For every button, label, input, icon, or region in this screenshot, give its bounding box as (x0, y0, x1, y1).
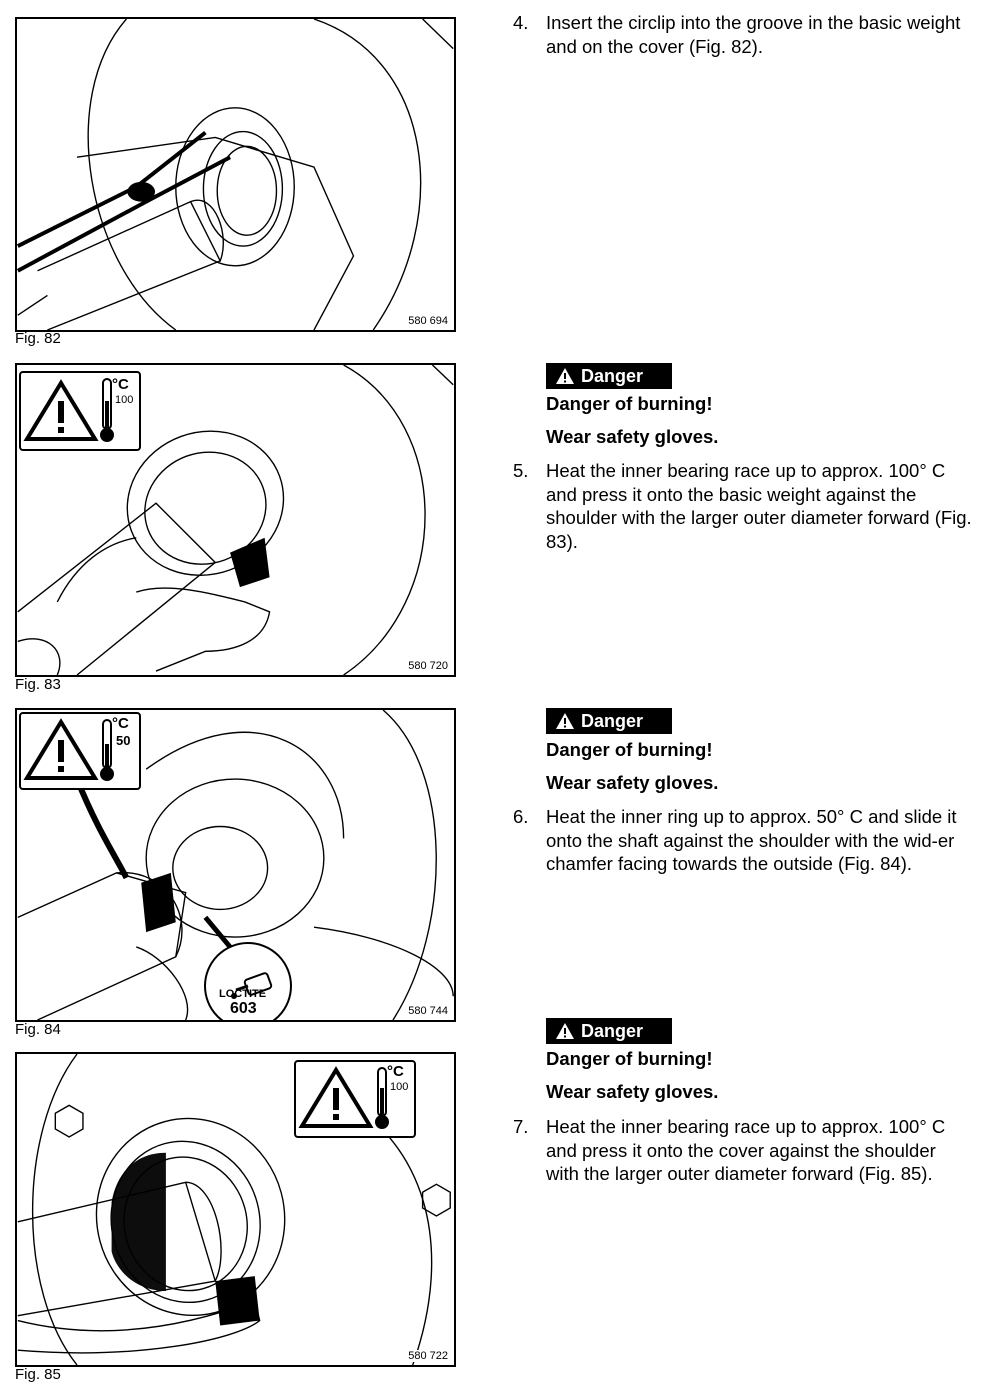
figure-82: 580 694 (15, 17, 456, 332)
figure-82-drawing (17, 19, 454, 330)
step-text: Heat the inner ring up to approx. 50° C … (546, 806, 957, 874)
figure-number: 580 744 (407, 1005, 449, 1017)
figure-number: 580 694 (407, 315, 449, 327)
safety-instruction: Wear safety gloves. (546, 426, 719, 447)
step-text: Heat the inner bearing race up to approx… (546, 1116, 946, 1184)
danger-text: Danger of burning! (546, 1048, 713, 1069)
figure-caption: Fig. 83 (15, 676, 61, 693)
step-number: 4. (513, 12, 529, 33)
danger-label: Danger (581, 1021, 644, 1041)
safety-instruction: Wear safety gloves. (546, 1081, 719, 1102)
step-5: 5. Heat the inner bearing race up to app… (513, 459, 973, 553)
figure-84-drawing (17, 710, 454, 1020)
danger-badge: Danger (546, 1018, 672, 1044)
figure-caption: Fig. 85 (15, 1366, 61, 1383)
figure-caption: Fig. 82 (15, 330, 61, 347)
step-6: 6. Heat the inner ring up to approx. 50°… (513, 805, 973, 876)
warning-triangle-icon (556, 368, 574, 384)
warning-thermometer-badge: °C 100 (294, 1060, 416, 1138)
figure-84: °C 50 LOCTITE 603 580 744 (15, 708, 456, 1022)
safety-instruction: Wear safety gloves. (546, 772, 719, 793)
temperature-unit: °C (112, 715, 129, 732)
figure-caption: Fig. 84 (15, 1021, 61, 1038)
temperature-unit: °C (387, 1063, 404, 1080)
temperature-value: 100 (390, 1081, 409, 1093)
warning-triangle-icon (556, 1023, 574, 1039)
figure-83-drawing (17, 365, 454, 675)
danger-badge: Danger (546, 708, 672, 734)
adhesive-bottle-icon (231, 972, 273, 999)
loctite-number: 603 (230, 1000, 257, 1017)
loctite-label: LOCTITE (219, 988, 267, 1000)
step-text: Heat the inner bearing race up to approx… (546, 460, 972, 552)
temperature-value: 50 (116, 733, 131, 748)
figure-85: °C 100 580 722 (15, 1052, 456, 1367)
danger-badge: Danger (546, 363, 672, 389)
step-number: 6. (513, 806, 529, 827)
loctite-badge: LOCTITE 603 (204, 942, 292, 1020)
step-number: 7. (513, 1116, 529, 1137)
step-number: 5. (513, 460, 529, 481)
figure-85-drawing (17, 1054, 451, 1365)
figure-number: 580 720 (407, 660, 449, 672)
danger-text: Danger of burning! (546, 739, 713, 760)
temperature-value: 100 (115, 394, 134, 406)
temperature-unit: °C (112, 376, 129, 393)
danger-label: Danger (581, 366, 644, 386)
warning-triangle-icon (556, 713, 574, 729)
step-7: 7. Heat the inner bearing race up to app… (513, 1115, 973, 1186)
danger-label: Danger (581, 711, 644, 731)
warning-thermometer-badge: °C 50 (19, 712, 141, 790)
step-text: Insert the circlip into the groove in th… (546, 12, 961, 57)
warning-thermometer-badge: °C 100 (19, 371, 141, 451)
danger-text: Danger of burning! (546, 393, 713, 414)
figure-83: °C 100 580 720 (15, 363, 456, 677)
figure-number: 580 722 (407, 1350, 449, 1362)
step-4: 4. Insert the circlip into the groove in… (513, 11, 973, 58)
